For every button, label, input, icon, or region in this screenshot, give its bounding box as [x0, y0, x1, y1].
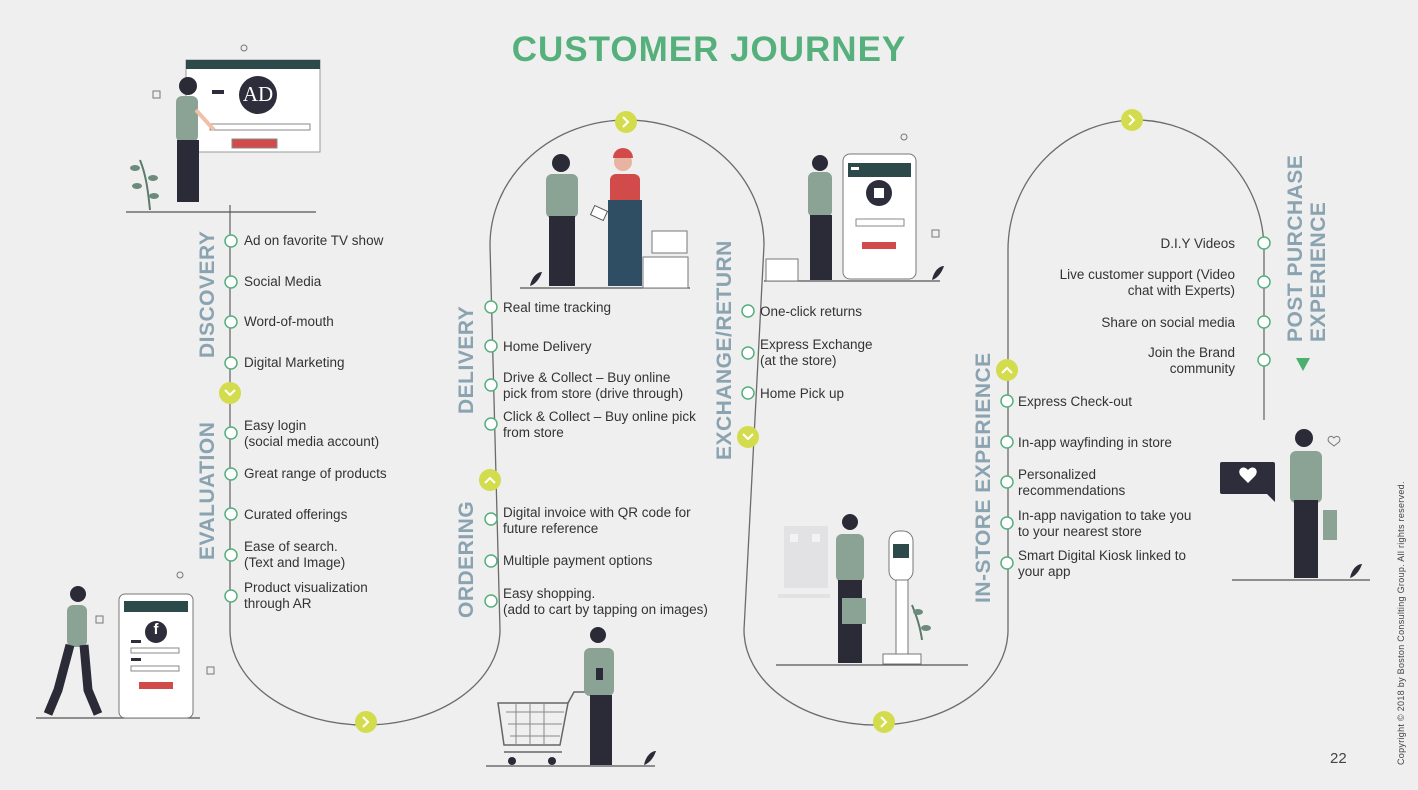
heart-icon: [1239, 467, 1257, 483]
chevron-right-icon: [355, 711, 377, 733]
page-number: 22: [1330, 750, 1347, 767]
list-item: Real time tracking: [503, 300, 612, 315]
list-item: Ease of search. (Text and Image): [244, 539, 346, 570]
chevron-right-icon: [1121, 109, 1143, 131]
chevron-up-icon: [479, 469, 501, 491]
shopping-cart-illustration: [497, 627, 656, 765]
chevron-right-icon: [615, 111, 637, 133]
list-item: Click & Collect – Buy online pick from s…: [503, 409, 696, 440]
list-item: Personalized recommendations: [1018, 467, 1126, 498]
ad-billboard-illustration: [130, 44, 321, 211]
ad-badge-icon: [239, 76, 277, 114]
list-item: In-app navigation to take you to your ne…: [1018, 508, 1192, 539]
chevron-right-icon: [873, 711, 895, 733]
page-title: CUSTOMER JOURNEY: [511, 30, 907, 69]
list-item: Digital Marketing: [244, 355, 345, 370]
list-bullets: [224, 234, 1271, 608]
arrow-down-icon: [1296, 358, 1310, 371]
list-item: Home Delivery: [503, 339, 592, 354]
list-item: Word-of-mouth: [244, 314, 334, 329]
list-item: Multiple payment options: [503, 553, 653, 568]
list-item: In-app wayfinding in store: [1018, 435, 1172, 450]
chevron-down-icon: [219, 382, 241, 404]
list-item: Live customer support (Video chat with E…: [1059, 267, 1235, 298]
chevron-up-icon: [996, 359, 1018, 381]
delivery-illustration: [530, 148, 689, 289]
list-item: Easy shopping. (add to cart by tapping o…: [503, 586, 708, 617]
list-item: Product visualization through AR: [244, 580, 368, 611]
facebook-icon: [145, 621, 167, 643]
stage-label-evaluation: EVALUATION: [196, 421, 219, 560]
list-item: Social Media: [244, 274, 322, 289]
stage-label-post-purchase-line2: EXPERIENCE: [1307, 201, 1330, 342]
list-item: Ad on favorite TV show: [244, 233, 384, 248]
stage-label-post-purchase-line1: POST PURCHASE: [1284, 154, 1307, 342]
stage-label-in-store: IN-STORE EXPERIENCE: [972, 352, 995, 603]
copyright-notice: Copyright © 2018 by Boston Consulting Gr…: [1396, 481, 1406, 765]
chevron-down-icon: [737, 426, 759, 448]
list-item: Drive & Collect – Buy online pick from s…: [503, 370, 684, 401]
list-item: Home Pick up: [760, 386, 845, 401]
list-item: Join the Brand community: [1147, 345, 1235, 376]
heart-outline-icon: [1327, 435, 1341, 447]
stage-label-ordering: ORDERING: [455, 500, 478, 618]
list-item: Easy login (social media account): [244, 418, 380, 449]
list-item: Curated offerings: [244, 507, 348, 522]
list-item: Share on social media: [1101, 315, 1235, 330]
list-item: Smart Digital Kiosk linked to your app: [1018, 548, 1187, 579]
phone-login-illustration: [43, 571, 215, 719]
stage-label-exchange-return: EXCHANGE/RETURN: [713, 240, 736, 460]
kiosk-illustration: [778, 514, 931, 665]
journey-path: [229, 119, 1265, 726]
list-item: Digital invoice with QR code for future …: [503, 505, 691, 536]
list-item: Express Exchange (at the store): [760, 337, 873, 368]
list-item: D.I.Y Videos: [1160, 236, 1235, 251]
list-item: One-click returns: [760, 304, 863, 319]
facebook-badge-text: f: [153, 621, 159, 638]
list-item: Great range of products: [244, 466, 387, 481]
ad-badge-text: AD: [242, 82, 274, 106]
list-item: Express Check-out: [1018, 394, 1133, 409]
returns-app-illustration: [765, 133, 944, 282]
social-sharing-illustration: [1220, 429, 1362, 578]
stage-label-delivery: DELIVERY: [455, 305, 478, 414]
stage-label-discovery: DISCOVERY: [196, 230, 219, 358]
